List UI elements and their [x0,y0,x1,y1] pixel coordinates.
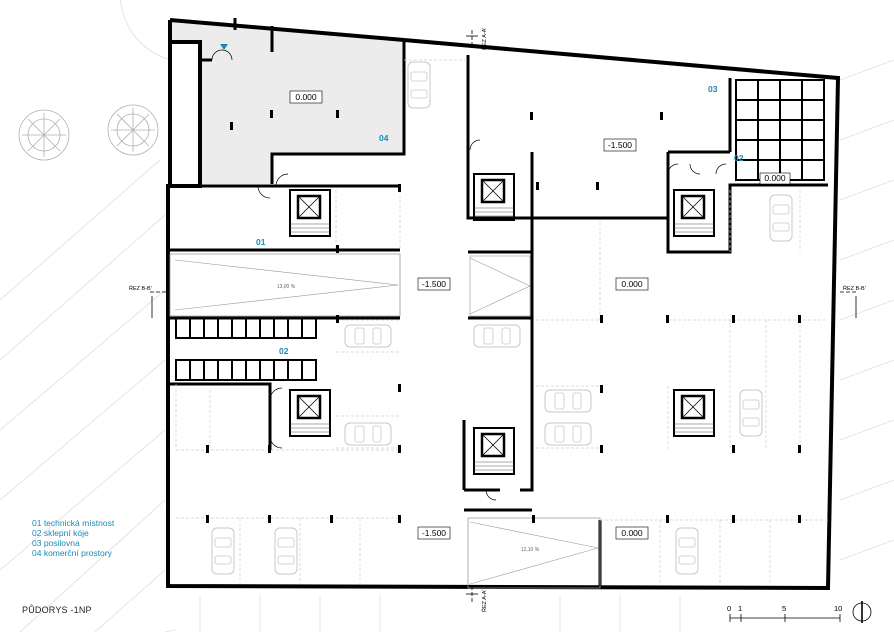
scale-label-1: 1 [738,604,742,613]
level-label-gym: -1.500 [608,140,632,150]
ramp-upper [169,253,401,317]
columns [206,110,801,523]
room-number-04: 04 [379,133,389,143]
entrance-marker-icon [220,44,228,50]
level-label-commercial: 0.000 [295,92,317,102]
legend-item: 02 sklepní kóje [32,528,89,538]
section-markers [150,30,858,602]
exterior-walls [166,18,841,591]
legend-item: 01 technická místnost [32,518,115,528]
level-label-bottom-right: 0.000 [621,528,643,538]
parking-stalls [175,59,828,584]
legend: 01 technická místnost 02 sklepní kóje 03… [32,518,114,558]
ramp-center [469,255,531,317]
scale-label-10: 10 [834,604,842,613]
section-label-left: ŘEZ B-B' [129,284,152,292]
scale-label-5: 5 [782,604,786,613]
north-arrow-icon [852,601,872,623]
level-label-center-right: 0.000 [621,279,643,289]
wall-stubs [200,18,274,62]
room-number-02-right: 02 [734,153,744,163]
section-label-top: ŘEZ A-A' [480,28,488,50]
interior-walls [170,42,828,588]
tree-icon [107,104,159,156]
section-label-bottom: ŘEZ A-A' [480,590,488,612]
drawing-title: PŮDORYS -1NP [22,605,92,615]
section-label-right: ŘEZ B-B' [843,284,866,292]
storage-dividers [189,80,824,380]
room-number-02-left: 02 [279,346,289,356]
tree-icon [18,109,70,161]
level-label-bottom-left: -1.500 [422,528,446,538]
room-number-01: 01 [256,237,266,247]
ramp-slope-upper: 13,00 % [277,284,296,290]
level-label-upper-right: 0.000 [764,173,786,183]
commercial-space [170,22,404,184]
legend-item: 03 posilovna [32,538,80,548]
level-label-center-ramp: -1.500 [422,279,446,289]
legend-item: 04 komerční prostory [32,548,112,558]
door-swings [211,49,727,501]
scale-label-0: 0 [727,604,731,613]
room-number-03: 03 [708,84,718,94]
scale-bar [729,614,841,622]
ramp-slope-lower: 12,10 % [521,547,540,553]
ramp-lower [467,517,601,589]
